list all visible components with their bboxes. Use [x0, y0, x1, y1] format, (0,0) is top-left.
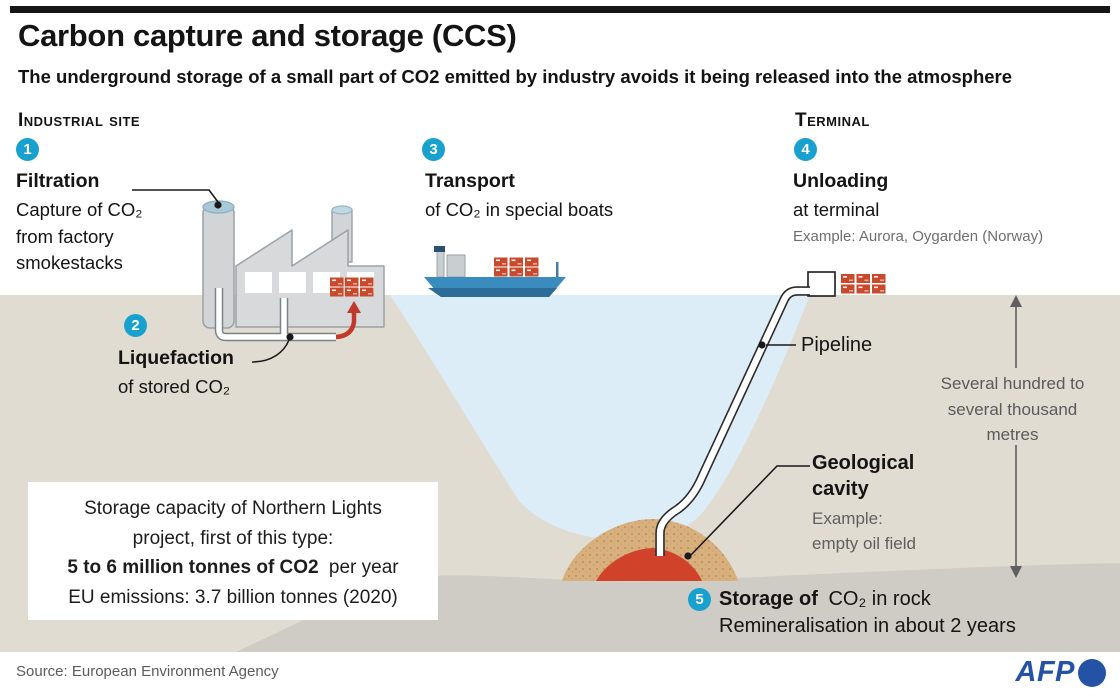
step-1-description: Capture of CO₂ from factory smokestacks — [16, 199, 143, 273]
page-title: Carbon capture and storage (CCS) — [18, 18, 517, 53]
step-1-badge: 1 — [16, 138, 39, 161]
source-credit: Source: European Environment Agency — [16, 663, 279, 680]
depth-arrow-icon — [1010, 295, 1022, 578]
page-subtitle: The underground storage of a small part … — [18, 66, 1013, 87]
liquefaction-pipes-icon — [214, 288, 361, 342]
step-4-description: at terminal — [793, 199, 880, 220]
step-3-badge: 3 — [422, 138, 445, 161]
cavity-pointer-line — [689, 465, 810, 557]
afp-logo: AFP — [1016, 656, 1106, 689]
step-1-title: Filtration — [16, 170, 100, 192]
step-5-title: Storage of — [719, 588, 818, 610]
step-2-badge: 2 — [124, 314, 147, 337]
afp-globe-icon — [1078, 658, 1106, 687]
step-3-title: Transport — [425, 170, 515, 192]
step-2-description: of stored CO₂ — [118, 376, 231, 397]
step-4-example: Example: Aurora, Oygarden (Norway) — [793, 228, 1044, 245]
step-5-badge: 5 — [688, 588, 711, 611]
geological-mound-icon — [562, 519, 738, 581]
top-accent-bar — [10, 6, 1110, 13]
pipeline-label: Pipeline — [801, 334, 873, 356]
filtration-pointer-line — [132, 189, 219, 203]
geological-cavity-example: Example: empty oil field — [812, 509, 916, 553]
liquefaction-pointer-line — [251, 339, 290, 363]
pipeline-icon — [655, 286, 810, 556]
step-4-title: Unloading — [793, 170, 889, 192]
infobox-highlight: 5 to 6 million tonnes of CO2 — [67, 557, 319, 578]
step-4-badge: 4 — [794, 138, 817, 161]
co2-flow-arrow-icon — [335, 312, 357, 340]
section-label-terminal: Terminal — [795, 110, 870, 131]
callout-lines — [132, 189, 810, 557]
step-5-description: Storage of CO₂ in rock Remineralisation … — [719, 588, 1016, 637]
terminal-building-icon — [807, 271, 886, 297]
transport-ship-icon — [424, 246, 566, 297]
step-3-description: of CO₂ in special boats — [425, 199, 614, 220]
depth-annotation: Several hundred to several thousand metr… — [940, 374, 1085, 444]
callout-dots — [214, 201, 766, 560]
section-label-industrial-site: Industrial site — [18, 110, 141, 131]
storage-capacity-infobox: Storage capacity of Northern Lights proj… — [28, 482, 438, 620]
co2-deposit-icon — [596, 548, 702, 581]
step-2-title: Liquefaction — [118, 347, 234, 369]
rock-layer — [236, 563, 1120, 652]
geological-cavity-label: Geological cavity — [812, 452, 915, 500]
